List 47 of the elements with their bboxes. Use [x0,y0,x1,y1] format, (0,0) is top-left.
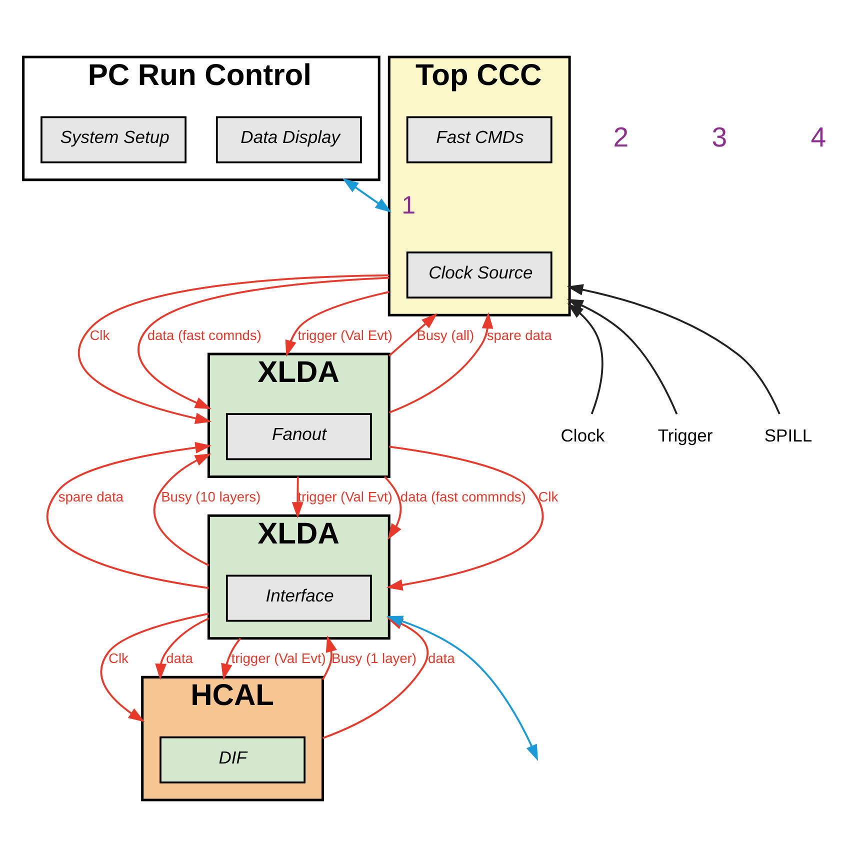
label: 3 [712,121,728,152]
node-box: Interface [226,574,372,622]
edge-label: 1 [402,191,416,220]
edge-label: data (fast commnds) [400,489,526,504]
node-box: Data Display [216,116,362,163]
arrow [566,298,678,414]
node-box: Clock Source [406,251,552,298]
arrow [285,290,390,356]
node-box: System Setup [40,116,186,163]
arrow [292,476,304,518]
arrow [388,312,438,356]
edge-label: Busy (1 layer) [332,650,416,666]
arrow [384,476,402,540]
node-text: Trigger [658,424,713,445]
edge-label: Clk [90,327,110,342]
arrow [78,274,390,424]
edge-label: Clk [108,650,128,666]
edge-label: data [166,650,193,666]
arrow [388,312,494,414]
edge-label: trigger (Val Evt) [298,489,392,504]
node-box: Fanout [226,412,372,460]
edge-label: trigger (Val Evt) [298,327,392,342]
edge-label: trigger (Val Evt) [231,650,326,666]
label: 2 [613,121,629,152]
edge-label: Clk [538,489,558,504]
edge-label: spare data [486,327,552,342]
node-text: Clock [560,424,605,445]
edge-label: Busy (all) [416,327,474,342]
arrow [100,612,209,722]
node-box: DIF [160,736,306,783]
arrow [221,637,242,680]
label: 4 [810,121,826,152]
arrow [566,284,780,414]
arrow [322,635,337,680]
arrow [153,453,212,566]
arrow [386,445,544,590]
arrow [342,178,392,212]
node-box: Fast CMDs [406,116,552,163]
arrow [46,442,212,588]
edge-label: spare data [58,489,124,504]
edge-label: Busy (10 layers) [161,489,261,504]
arrow [138,276,390,409]
edge-label: data (fast comnds) [147,327,262,342]
edge-label: data [428,650,455,666]
node-text: SPILL [764,424,812,445]
arrow [155,617,210,680]
arrow [567,302,604,414]
